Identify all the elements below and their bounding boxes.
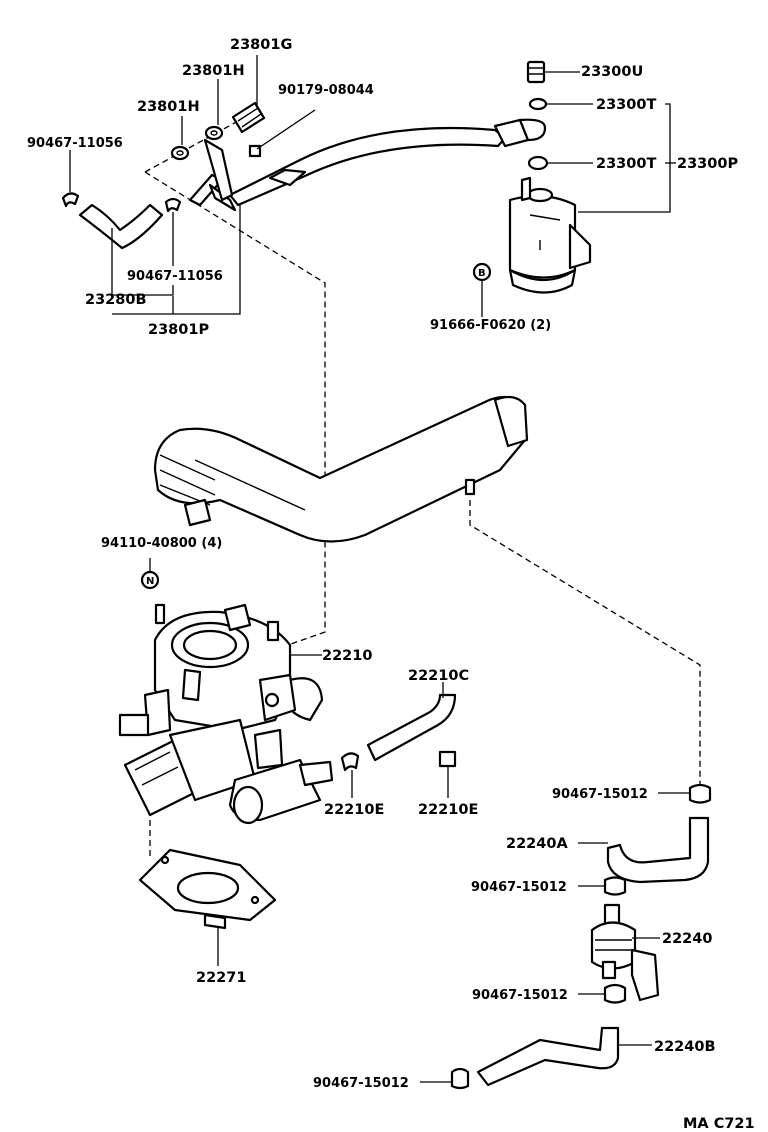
label-23300P: 23300P — [677, 156, 738, 172]
label-22271: 22271 — [196, 970, 246, 986]
label-90467-15012-b: 90467-15012 — [471, 880, 567, 895]
vacuum-pipe-assembly — [61, 55, 547, 315]
hose-22210C — [340, 682, 457, 798]
label-22210E-b: 22210E — [418, 802, 478, 818]
vsv-assembly — [420, 783, 712, 1090]
air-duct — [153, 395, 529, 543]
label-90467-15012-c: 90467-15012 — [472, 988, 568, 1003]
label-90179-08044: 90179-08044 — [278, 83, 374, 98]
throttle-body — [118, 558, 334, 825]
label-22240: 22240 — [662, 931, 712, 947]
label-22210: 22210 — [322, 648, 372, 664]
label-90467-11056-a: 90467-11056 — [27, 136, 123, 151]
code-b: B — [478, 268, 486, 279]
label-23300T-b: 23300T — [596, 156, 656, 172]
label-91666-F0620: 91666-F0620 (2) — [430, 318, 551, 333]
labels: 23801G 23801H 90179-08044 23801H 90467-1… — [27, 37, 755, 1132]
vacuum-valve-assembly — [472, 60, 676, 317]
label-23280B: 23280B — [85, 292, 147, 308]
label-22240B: 22240B — [654, 1039, 716, 1055]
label-23801H-top: 23801H — [182, 63, 245, 79]
figure-id: MA C721 — [683, 1116, 755, 1132]
label-22210C: 22210C — [408, 668, 469, 684]
label-90467-15012-d: 90467-15012 — [313, 1076, 409, 1091]
label-23300T-a: 23300T — [596, 97, 656, 113]
code-n: N — [146, 576, 154, 587]
label-23801G: 23801G — [230, 37, 292, 53]
label-23300U: 23300U — [581, 64, 643, 80]
label-22210E-a: 22210E — [324, 802, 384, 818]
label-23801H-left: 23801H — [137, 99, 200, 115]
label-23801P: 23801P — [148, 322, 209, 338]
label-90467-15012-a: 90467-15012 — [552, 787, 648, 802]
label-94110-40800: 94110-40800 (4) — [101, 536, 222, 551]
label-22240A: 22240A — [506, 836, 568, 852]
label-90467-11056-b: 90467-11056 — [127, 269, 223, 284]
gasket — [138, 848, 277, 966]
